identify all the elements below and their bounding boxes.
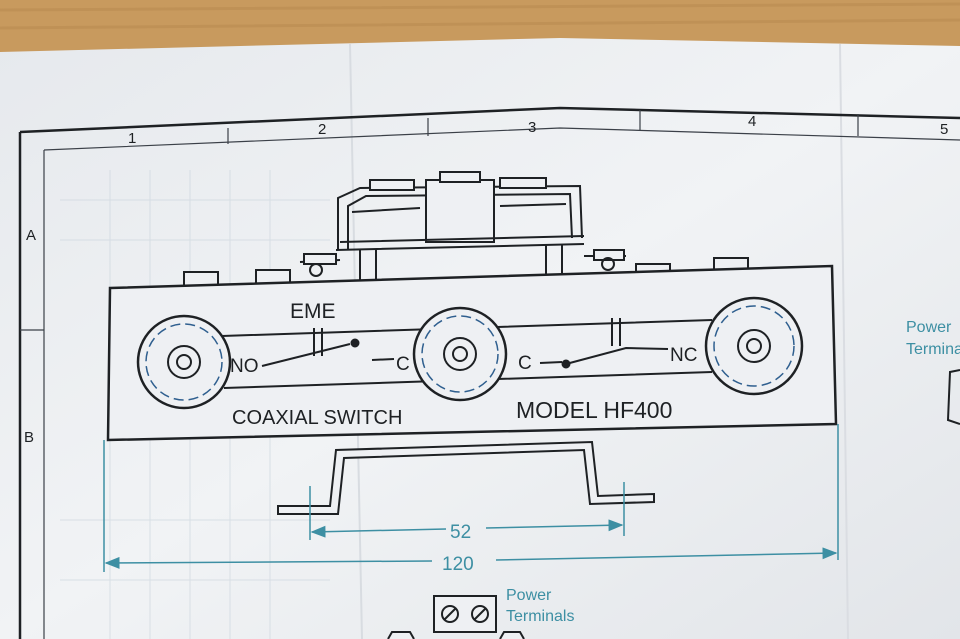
dimension-52: 52 [450, 522, 471, 543]
column-number-4: 4 [748, 113, 756, 130]
drawing-border [18, 106, 960, 639]
connector-center [412, 306, 508, 402]
wood-grain [0, 2, 960, 30]
bottom-terminal-block [387, 595, 525, 639]
switch-symbol-right [539, 318, 669, 369]
dimension-lines [103, 424, 839, 572]
column-number-5: 5 [940, 121, 948, 138]
eme-label: EME [290, 300, 336, 323]
nc-label: NC [670, 345, 697, 366]
c-right-label: C [518, 353, 532, 374]
mounting-bracket [277, 440, 655, 515]
dimension-120: 120 [442, 554, 474, 575]
row-letter-a: A [26, 227, 36, 244]
coaxial-switch-label: COAXIAL SWITCH [232, 407, 402, 429]
column-number-3: 3 [528, 119, 536, 136]
column-number-1: 1 [128, 130, 136, 147]
power-terminal-right-line2: Terminal [906, 341, 960, 358]
switch-symbol-left [261, 328, 395, 367]
inner-border [20, 110, 960, 639]
column-number-2: 2 [318, 121, 326, 138]
paper-fold-2 [839, 43, 849, 639]
top-relay-assembly [299, 171, 626, 282]
power-terminal-right-line1: Power [906, 319, 952, 336]
connector-left [136, 314, 232, 410]
connector-right [704, 296, 804, 396]
c-left-label: C [396, 354, 410, 375]
row-letter-b: B [24, 429, 34, 446]
no-label: NO [230, 356, 259, 377]
power-terminal-right-outline [946, 369, 960, 425]
power-terminals-bottom-line1: Power [506, 587, 552, 604]
power-terminals-bottom-line2: Terminals [506, 608, 574, 625]
model-label: MODEL HF400 [516, 397, 672, 423]
